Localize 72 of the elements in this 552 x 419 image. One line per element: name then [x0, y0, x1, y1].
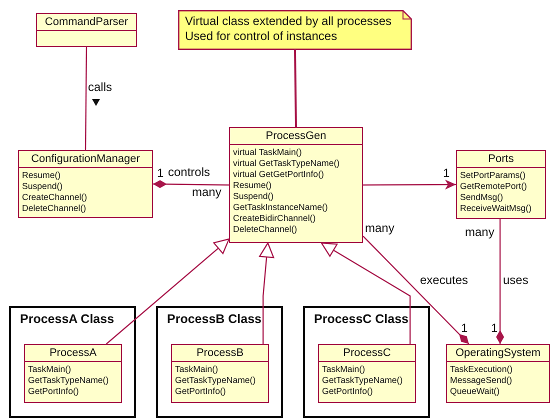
class-name: CommandParser	[37, 14, 136, 31]
class-name: ProcessGen	[230, 128, 362, 145]
method-text: CreateBidirChannel()	[233, 213, 317, 224]
method-text: CreateChannel()	[22, 192, 88, 203]
frame-title: ProcessA Class	[20, 312, 114, 326]
class-name: ProcessC	[319, 345, 415, 362]
connector	[363, 180, 456, 190]
method-text: Resume()	[233, 180, 273, 191]
class-box	[229, 127, 363, 243]
class-box	[456, 150, 546, 219]
class-name: OperatingSystem	[447, 345, 549, 362]
multiplicity-label: 1	[491, 322, 498, 335]
class-name: ProcessA	[25, 345, 121, 362]
method-text: virtual GetGetPortInfo()	[233, 169, 325, 180]
method-text: Resume()	[22, 170, 62, 181]
class-box	[18, 150, 153, 218]
method-text: TaskMain()	[28, 364, 72, 375]
method-text: GetTaskTypeName()	[28, 375, 110, 386]
class-name: ProcessB	[172, 345, 268, 362]
class-box	[446, 344, 550, 403]
method-text: GetTaskTypeName()	[322, 375, 404, 386]
method-text: Suspend()	[233, 191, 275, 202]
connector	[259, 242, 274, 344]
multiplicity-label: 1	[157, 167, 164, 180]
note	[178, 10, 412, 50]
multiplicity-label: many	[192, 186, 222, 199]
connector	[362, 236, 470, 344]
method-text: ReceiveWaitMsg()	[460, 203, 533, 214]
multiplicity-label: 1	[443, 167, 450, 180]
edge-label: uses	[503, 274, 528, 287]
method-text: SendMsg()	[460, 192, 504, 203]
frame-title: ProcessC Class	[314, 312, 409, 326]
method-text: TaskMain()	[322, 364, 366, 375]
method-text: MessageSend()	[450, 375, 514, 386]
connector	[496, 219, 504, 344]
connector	[84, 47, 88, 150]
edge-label: executes	[420, 274, 468, 287]
class-box	[171, 344, 269, 403]
package-frame	[303, 306, 430, 418]
method-text: GetTaskInstanceName()	[233, 202, 329, 213]
method-text: GetPortInfo()	[175, 386, 227, 397]
multiplicity-label: 1	[461, 322, 468, 335]
multiplicity-label: many	[365, 222, 394, 235]
method-text: GetTaskTypeName()	[175, 375, 257, 386]
package-frame	[9, 306, 136, 418]
class-name: ConfigurationManager	[19, 151, 152, 168]
connector	[106, 238, 230, 344]
class-box	[36, 13, 137, 47]
edge-label: calls	[88, 81, 112, 94]
method-text: TaskMain()	[175, 364, 220, 375]
method-text: QueueWait()	[450, 386, 501, 397]
class-name: Ports	[457, 151, 545, 168]
note-anchor-line	[294, 50, 297, 128]
method-text: TaskExecution()	[450, 364, 514, 375]
connector	[153, 180, 229, 188]
method-text: GetPortInfo()	[322, 386, 374, 397]
method-text: virtual TaskMain()	[233, 147, 303, 158]
method-text: SetPortParams()	[460, 170, 527, 181]
package-frame	[156, 306, 283, 418]
method-text: Suspend()	[22, 181, 64, 192]
method-text: DeleteChannel()	[233, 224, 298, 235]
edge-label: controls	[168, 166, 210, 179]
class-box	[318, 344, 416, 403]
class-box	[24, 344, 122, 403]
note-text: Virtual class extended by all processes Used for control of instances	[185, 14, 393, 44]
connector	[320, 242, 411, 344]
method-text: GetPortInfo()	[28, 386, 80, 397]
multiplicity-label: many	[465, 226, 494, 239]
frame-title: ProcessB Class	[167, 312, 262, 326]
method-text: virtual GetTaskTypeName()	[233, 158, 341, 169]
method-text: GetRemotePort()	[460, 181, 528, 192]
method-text: DeleteChannel()	[22, 203, 88, 214]
